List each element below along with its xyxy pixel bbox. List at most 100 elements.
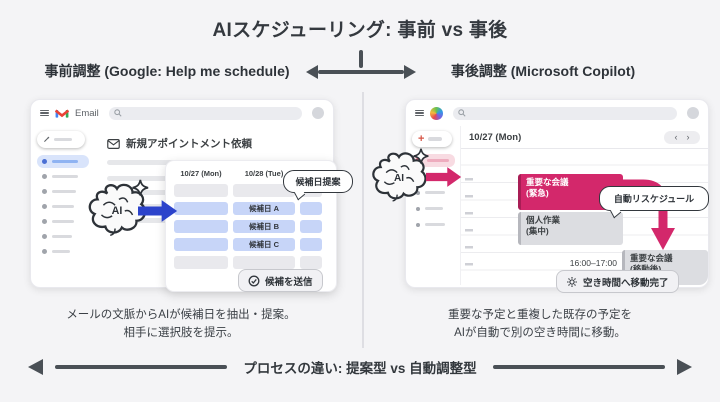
- envelope-icon: [107, 138, 120, 149]
- candidate-slot-label: 候補日 B: [233, 220, 295, 233]
- right-section-header: 事後調整 (Microsoft Copilot): [450, 63, 636, 79]
- badge-label: 候補を送信: [265, 276, 313, 288]
- arrow-right-icon: [404, 65, 416, 79]
- candidate-slot: [174, 202, 228, 215]
- chevron-icon: [42, 249, 47, 254]
- sidebar-item: [37, 170, 89, 183]
- slot-cell: [233, 256, 295, 269]
- placeholder-bar: [52, 159, 78, 164]
- arrow-left-icon: [28, 359, 43, 375]
- candidate-slot: [300, 238, 322, 251]
- search-bar: [453, 106, 677, 120]
- inbox-icon: [42, 159, 47, 164]
- sidebar-item-inbox: [37, 155, 89, 168]
- email-subject-row: 新規アポイントメント依頼: [107, 136, 323, 151]
- slot-cell: [233, 184, 295, 197]
- candidate-slot: [300, 202, 322, 215]
- reschedule-curve-arrow-icon: [619, 179, 675, 250]
- caption-line: メールの文脈からAIが候補日を抽出・提案。: [66, 309, 296, 321]
- pencil-icon: [44, 136, 50, 142]
- sidebar-item: [37, 200, 89, 213]
- sidebar-item: [37, 215, 89, 228]
- candidate-slot-label: 候補日 C: [233, 238, 295, 251]
- sidebar-item: [37, 230, 89, 243]
- placeholder-bar: [52, 204, 74, 209]
- ai-label: AI: [394, 173, 404, 184]
- avatar: [312, 107, 324, 119]
- footer-label: プロセスの違い: 提案型 vs 自動調整型: [243, 361, 477, 376]
- placeholder-bar: [52, 234, 72, 239]
- placeholder-bar: [52, 174, 78, 179]
- slot-cell: [174, 184, 228, 197]
- search-icon: [458, 109, 466, 117]
- candidate-grid: 10/27 (Mon) 10/28 (Tue) 候補日 A 候補日 B 候補日 …: [174, 168, 330, 269]
- menu-item-icon: [416, 206, 420, 211]
- menu-item-icon: [416, 190, 420, 195]
- gmail-logo-icon: [55, 109, 69, 118]
- add-icon: +: [418, 132, 425, 145]
- date-label: 10/27 (Mon): [469, 131, 522, 143]
- chevron-right-icon: ›: [686, 131, 690, 142]
- calendar-main: 10/27 (Mon) ‹ › 重要な会議 (緊急) 個人作業 (集中) 16:…: [460, 126, 708, 285]
- candidate-slot: [174, 238, 228, 251]
- app-name: Email: [75, 107, 99, 119]
- center-divider: [362, 92, 364, 348]
- placeholder-bar: [425, 206, 443, 211]
- ai-label: AI: [112, 205, 123, 217]
- auto-reschedule-bubble: 自動リスケジュール: [599, 186, 709, 211]
- copilot-logo-icon: [430, 106, 443, 120]
- time-label: 16:00–17:00: [569, 258, 617, 268]
- placeholder-bar: [52, 249, 70, 254]
- suggestion-bubble: 候補日提案: [283, 170, 353, 193]
- sidebar-item: [37, 245, 89, 258]
- send-icon: [42, 204, 47, 209]
- event-focus: 個人作業 (集中): [518, 212, 623, 245]
- gmail-folder-list: [37, 155, 89, 258]
- placeholder-bar: [52, 189, 76, 194]
- arrow-line: [55, 365, 228, 369]
- bubble-label: 候補日提案: [295, 177, 341, 187]
- folder-icon: [42, 219, 47, 224]
- compose-button: [37, 131, 85, 148]
- hamburger-menu-icon: [415, 109, 424, 117]
- chevron-left-icon: ‹: [674, 131, 678, 142]
- copilot-body: + 10/27 (Mon) ‹ ›: [406, 126, 708, 285]
- sidebar-item: [412, 202, 455, 215]
- arrow-line: [318, 70, 404, 74]
- candidate-slot-label: 候補日 A: [233, 202, 295, 215]
- time-gutter: [465, 178, 473, 279]
- check-circle-icon: [248, 275, 260, 286]
- arrow-line: [492, 365, 666, 369]
- sparkle-icon: [132, 179, 149, 196]
- calendar-column-header: 10/28 (Tue): [244, 169, 284, 178]
- page-title: AIスケジューリング: 事前 vs 事後: [212, 20, 508, 41]
- calendar-day-header: 10/27 (Mon) ‹ ›: [461, 126, 708, 149]
- moved-complete-badge: 空き時間へ移動完了: [556, 270, 679, 293]
- email-subject: 新規アポイントメント依頼: [126, 138, 252, 150]
- placeholder-bar: [427, 158, 449, 163]
- split-arrow: [306, 50, 416, 80]
- ai-brain-icon: AI: [372, 148, 429, 202]
- hamburger-menu-icon: [40, 109, 49, 117]
- sidebar-item: [37, 185, 89, 198]
- sparkle-icon: [413, 148, 429, 164]
- star-icon: [42, 174, 47, 179]
- sidebar-item: [412, 218, 455, 231]
- new-event-button: +: [412, 131, 452, 147]
- left-section-header: 事前調整 (Google: Help me schedule): [44, 63, 290, 79]
- bubble-label: 自動リスケジュール: [613, 194, 695, 204]
- ai-brain-icon: AI: [88, 179, 149, 237]
- candidate-slot: [174, 220, 228, 233]
- sidebar-item: [412, 186, 455, 199]
- gmail-topbar: Email: [31, 100, 333, 126]
- send-candidates-badge: 候補を送信: [238, 269, 323, 292]
- label-icon: [42, 234, 47, 239]
- placeholder-bar: [425, 222, 445, 227]
- gmail-sidebar: [31, 126, 95, 285]
- caption-line: AIが自動で別の空き時間に移動。: [454, 327, 626, 340]
- process-spectrum-arrow: プロセスの違い: 提案型 vs 自動調整型: [28, 357, 693, 377]
- slot-cell: [300, 256, 322, 269]
- gear-icon: [567, 276, 577, 287]
- caption-line: 相手に選択肢を提示。: [123, 327, 239, 340]
- gmail-window: Email: [30, 99, 337, 292]
